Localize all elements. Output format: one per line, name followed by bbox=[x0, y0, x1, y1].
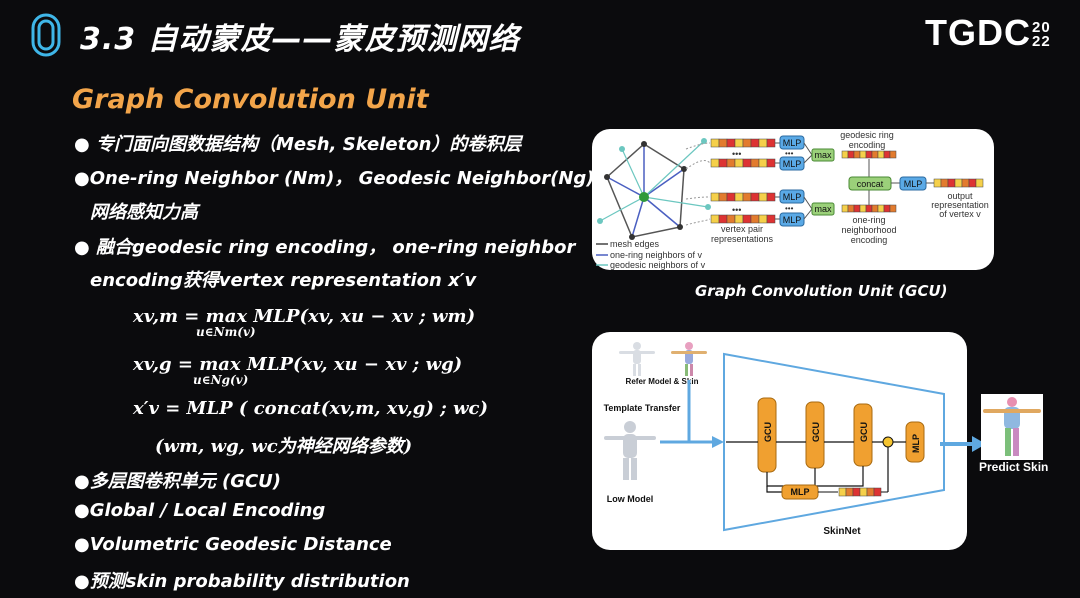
bullet-conv-layer: ● 专门面向图数据结构（Mesh, Skeleton）的卷积层 bbox=[74, 134, 522, 155]
output-label-2: representation bbox=[931, 200, 989, 210]
gcu-label-3: GCU bbox=[859, 422, 869, 442]
bullet-geodesic-distance: ●Volumetric Geodesic Distance bbox=[74, 534, 392, 555]
bullet-skin-probability: ●预测skin probability distribution bbox=[74, 571, 410, 592]
final-mlp-label: MLP bbox=[904, 179, 923, 189]
bullet-encoding-line2: encoding获得vertex representation x′v bbox=[90, 270, 477, 291]
graph-legend: mesh edges one-ring neighbors of v geode… bbox=[596, 239, 706, 270]
bullet-global-local: ●Global / Local Encoding bbox=[74, 500, 326, 521]
mlp-label-2: MLP bbox=[783, 159, 802, 169]
bullet-neighbor-line2: 网络感知力高 bbox=[90, 202, 198, 223]
legend-geodesic: geodesic neighbors of v bbox=[610, 260, 706, 270]
gcu-label-1: GCU bbox=[763, 422, 773, 442]
onering-label-2: neighborhood bbox=[841, 225, 896, 235]
mlp-label-1: MLP bbox=[783, 138, 802, 148]
add-node-icon bbox=[882, 436, 894, 448]
skinnet-diagram-panel: Refer Model & Skin Template Transfer Low… bbox=[592, 332, 967, 550]
refer-model-icons: Refer Model & Skin bbox=[619, 342, 707, 386]
brand-year-bottom: 22 bbox=[1032, 33, 1051, 51]
logo-ring-icon bbox=[31, 13, 61, 57]
formula-onering-sub: u∈Nm(v) bbox=[196, 325, 256, 339]
output-label-1: output bbox=[947, 191, 973, 201]
skinnet-label: SkinNet bbox=[823, 526, 861, 537]
gcu-figure-caption: Graph Convolution Unit (GCU) bbox=[695, 282, 948, 300]
mlp-label-3: MLP bbox=[783, 192, 802, 202]
refer-model-label: Refer Model & Skin bbox=[626, 377, 699, 386]
gcu-diagram: ••• ••• MLP MLP ••• MLP MLP ••• max bbox=[596, 130, 989, 270]
slide-title: 3.3 自动蒙皮——蒙皮预测网络 bbox=[80, 22, 520, 57]
low-model-label: Low Model bbox=[607, 494, 654, 504]
formula-onering: xv,m = max MLP(xv, xu − xv ; wm) bbox=[133, 306, 476, 327]
max-pooling-blocks: max max bbox=[803, 142, 835, 220]
gcu-label-2: GCU bbox=[811, 422, 821, 442]
output-arrow-icon bbox=[940, 436, 986, 452]
max-label-bottom: max bbox=[814, 204, 832, 214]
onering-label-3: encoding bbox=[851, 235, 888, 245]
mlp-dots-top: ••• bbox=[785, 149, 794, 158]
mlp-label-4: MLP bbox=[783, 215, 802, 225]
mesh-graph bbox=[597, 138, 711, 240]
mlp-label-final: MLP bbox=[911, 434, 921, 453]
strip-dots-top: ••• bbox=[732, 149, 741, 159]
input-arrows bbox=[660, 380, 724, 448]
brand-year-top: 20 bbox=[1032, 19, 1051, 37]
predict-skin-figure-icon bbox=[983, 397, 1041, 456]
max-label-top: max bbox=[814, 150, 832, 160]
formula-geodesic-sub: u∈Ng(v) bbox=[193, 373, 249, 387]
skinnet-connections bbox=[726, 441, 906, 493]
lower-mlp-branch: MLP bbox=[781, 484, 888, 500]
legend-mesh-edges: mesh edges bbox=[610, 239, 660, 249]
gcu-diagram-panel: ••• ••• MLP MLP ••• MLP MLP ••• max bbox=[592, 129, 994, 270]
concat-output-path: concat MLP output representation of vert… bbox=[848, 159, 989, 219]
vertex-pair-label-1: vertex pair bbox=[721, 224, 763, 234]
strip-dots-bottom: ••• bbox=[732, 205, 741, 215]
encoding-strips: geodesic ring encoding one-ring neighbor… bbox=[840, 130, 896, 245]
bullet-gcu-layers: ●多层图卷积单元 (GCU) bbox=[74, 471, 282, 492]
feature-vector-strips: ••• ••• bbox=[710, 138, 776, 224]
skinnet-trapezoid bbox=[723, 352, 945, 532]
concat-label: concat bbox=[857, 179, 884, 189]
formula-geodesic: xv,g = max MLP(xv, xu − xv ; wg) bbox=[133, 354, 463, 375]
geodesic-ring-label-2: encoding bbox=[849, 140, 886, 150]
bullet-encoding-line1: ● 融合geodesic ring encoding， one-ring nei… bbox=[74, 237, 576, 258]
onering-label-1: one-ring bbox=[852, 215, 885, 225]
mlp-dots-bottom: ••• bbox=[785, 204, 794, 213]
gcu-blocks: GCU GCU GCU MLP bbox=[757, 397, 925, 473]
low-model-icon bbox=[604, 421, 656, 480]
output-label-3: of vertex v bbox=[939, 209, 981, 219]
geodesic-ring-label-1: geodesic ring bbox=[840, 130, 894, 140]
vertex-pair-label-2: representations bbox=[711, 234, 774, 244]
section-heading: Graph Convolution Unit bbox=[72, 84, 429, 115]
lower-mlp-label: MLP bbox=[791, 487, 810, 497]
brand-letters: TGDC bbox=[925, 12, 1031, 53]
predict-skin-image bbox=[981, 394, 1043, 460]
template-transfer-label: Template Transfer bbox=[604, 403, 681, 413]
skinnet-diagram: Refer Model & Skin Template Transfer Low… bbox=[604, 342, 945, 537]
mlp-blocks: MLP MLP ••• MLP MLP ••• bbox=[775, 135, 805, 227]
legend-onering: one-ring neighbors of v bbox=[610, 250, 703, 260]
predict-skin-label: Predict Skin bbox=[979, 460, 1049, 474]
bullet-neighbor-line1: ●One-ring Neighbor (Nm)， Geodesic Neighb… bbox=[74, 168, 637, 189]
formula-params-note: (wm, wg, wc为神经网络参数) bbox=[155, 436, 413, 457]
formula-concat: x′v = MLP ( concat(xv,m, xv,g) ; wc) bbox=[133, 398, 489, 419]
